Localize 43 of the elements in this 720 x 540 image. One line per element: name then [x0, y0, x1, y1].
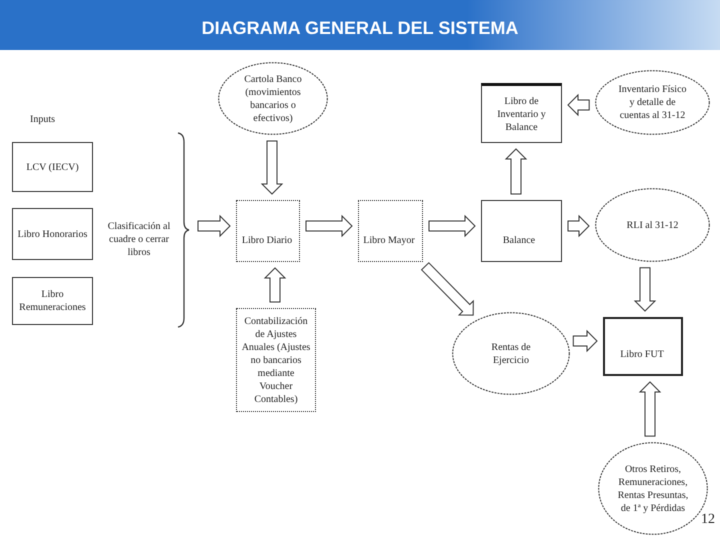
node-label: Libro Diario: [240, 234, 294, 247]
node-label: Inventario Físico y detalle de cuentas al 31-12: [617, 83, 688, 122]
node-label: Libro Honorarios: [16, 228, 88, 240]
node-label: Contabilización de Ajustes Anuales (Ajustes no bancarios mediante Voucher Contables): [240, 314, 312, 406]
block-arrow: [420, 262, 474, 316]
process-box: [481, 200, 562, 262]
block-arrow: [428, 214, 476, 238]
oval-shape: [452, 312, 570, 395]
process-box: [481, 83, 562, 143]
diagram-title: DIAGRAMA GENERAL DEL SISTEMA: [202, 16, 518, 40]
node-label: Libro Mayor: [362, 234, 416, 247]
node-label: LCV (IECV): [25, 160, 80, 174]
process-box: [12, 277, 93, 325]
block-arrow: [504, 148, 528, 194]
node-label: RLI al 31-12: [626, 218, 680, 232]
node-label: Cartola Banco (movimientos bancarios o efectivos): [243, 72, 303, 124]
node-label: Libro FUT: [619, 348, 665, 361]
node-label: Otros Retiros, Remuneraciones, Rentas Presuntas, de 1ª y Pérdidas: [616, 462, 690, 514]
block-arrow: [572, 330, 598, 352]
oval-shape: [218, 62, 328, 135]
block-arrow: [568, 214, 590, 238]
process-box: [12, 208, 93, 260]
process-box: [603, 317, 683, 376]
block-arrow: [306, 214, 353, 238]
node-label: Libro de Inventario y Balance: [496, 94, 547, 134]
node-label: Balance: [502, 234, 536, 247]
block-arrow: [264, 267, 286, 302]
note-text: Clasificación al cuadre o cerrar libros: [106, 220, 172, 259]
page-number: 12: [701, 512, 715, 528]
process-box: [12, 142, 93, 192]
block-arrow: [260, 140, 284, 195]
block-arrow: [638, 381, 662, 437]
block-arrow: [198, 214, 231, 238]
node-label: Rentas de Ejercicio: [490, 340, 532, 366]
block-arrow: [567, 94, 590, 116]
node-label: Libro Remuneraciones: [18, 288, 87, 314]
process-box: [236, 200, 300, 262]
section-heading: Inputs: [30, 113, 56, 127]
process-box: [358, 200, 423, 262]
process-box: [236, 308, 316, 412]
oval-shape: [595, 188, 710, 262]
oval-shape: [595, 70, 710, 135]
block-arrow: [634, 267, 656, 312]
